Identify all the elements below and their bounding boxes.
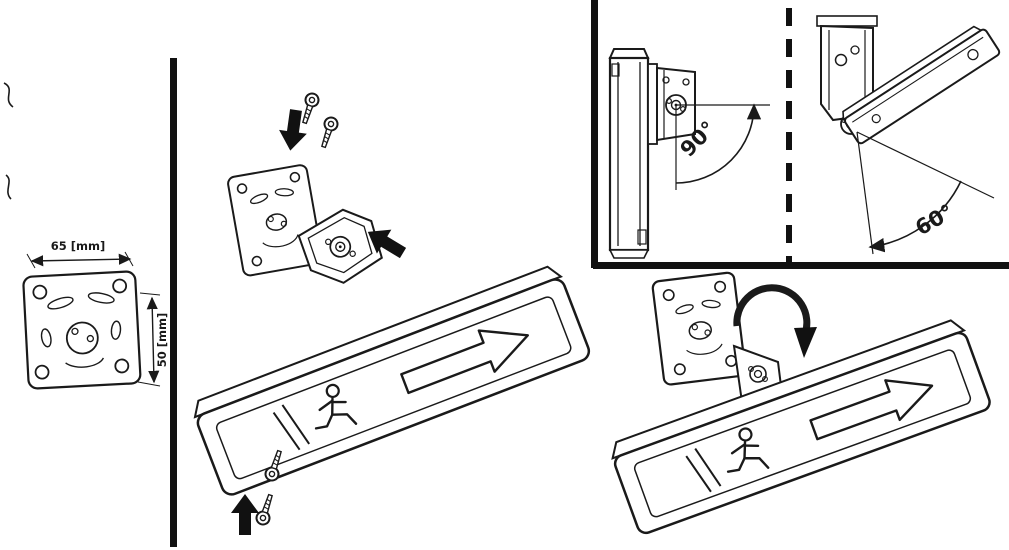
door-frame: [685, 447, 722, 493]
swivel-bracket-icon: [297, 208, 383, 284]
angle-60-label: 60°: [911, 200, 957, 241]
center-hole: [65, 321, 99, 355]
screw-icon: [255, 493, 273, 526]
screw-icon: [302, 92, 320, 125]
panel-rotation: [611, 271, 991, 535]
angle-arc-icon: 60°: [856, 131, 995, 255]
arrow-down-icon: [279, 109, 307, 151]
running-man-icon: [726, 427, 770, 473]
arrow-up-icon: [231, 494, 259, 535]
height-dimension-label: 50 [mm]: [155, 313, 169, 368]
swivel-bracket-icon: [647, 63, 696, 145]
width-dimension: 65 [mm]: [26, 239, 134, 269]
panel-assembly: [193, 92, 591, 535]
exit-arrow-icon: [400, 329, 529, 395]
panel-plate-dimensions: 65 [mm] 50 [mm]: [22, 239, 169, 390]
dimension-arrow-icon: [146, 296, 160, 384]
exit-sign-icon: [611, 319, 991, 535]
arrow-up-left-icon: [367, 229, 407, 259]
width-dimension-label: 65 [mm]: [51, 239, 106, 253]
height-dimension: 50 [mm]: [137, 292, 169, 387]
horizontal-divider: [593, 262, 1009, 269]
door-frame: [272, 404, 311, 451]
mounting-plate-icon: [227, 164, 324, 277]
dimension-arrow-icon: [30, 253, 132, 267]
exit-sign-icon: [193, 265, 591, 496]
exit-arrow-icon: [809, 379, 934, 441]
screw-icon: [264, 449, 282, 482]
panel-angle-90: 90°: [608, 48, 770, 259]
mounting-plate-icon: [22, 270, 142, 390]
vertical-divider-right: [591, 0, 598, 268]
dashed-divider: [786, 8, 792, 262]
screw-icon: [321, 116, 339, 149]
exit-sign-edge: [608, 48, 650, 259]
vertical-divider-left: [170, 58, 177, 547]
exit-sign-edge-tilted: [842, 25, 1001, 145]
panel-angle-60: 60°: [816, 15, 1001, 255]
print-artifact: [3, 82, 14, 200]
mounting-plate-icon: [651, 271, 747, 386]
rotation-arrow-icon: [733, 284, 817, 358]
running-man-icon: [314, 383, 358, 430]
